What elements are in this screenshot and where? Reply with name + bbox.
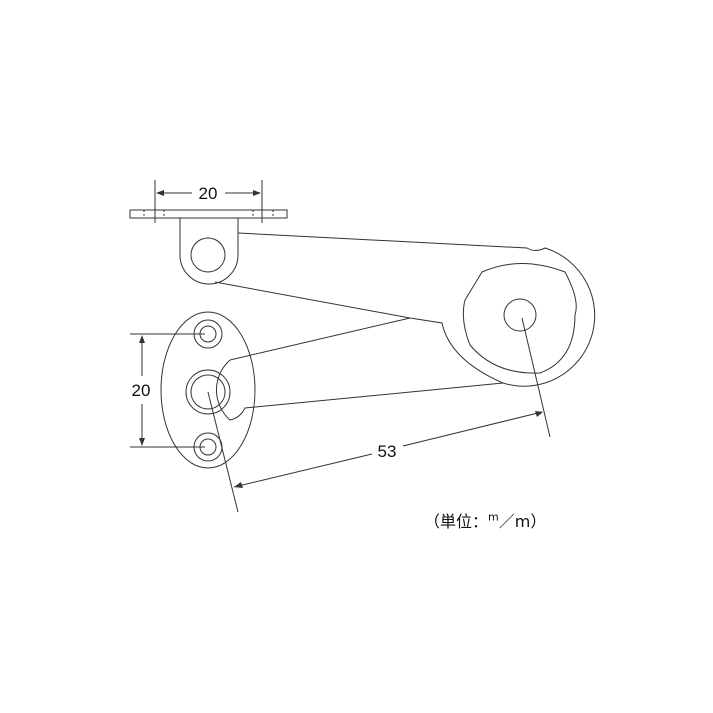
- oval-base-plate: [160, 311, 256, 469]
- unit-label: （単位：m／m）: [424, 508, 546, 532]
- unit-label-close: ）: [530, 512, 547, 531]
- upper-arm: [214, 232, 596, 387]
- dimension-arm-length: 53: [207, 317, 551, 513]
- dimension-label-hole-pitch: 20: [132, 381, 151, 400]
- dimension-label-bracket-width: 20: [199, 184, 218, 203]
- dimension-left: 20: [130, 333, 205, 448]
- unit-numerator: m: [488, 510, 499, 524]
- lower-arm: [185, 317, 504, 421]
- dimension-top: 20: [154, 180, 263, 223]
- unit-label-open: （単位：: [424, 512, 489, 531]
- top-mounting-plate: [129, 209, 288, 219]
- unit-slash: ／: [498, 512, 515, 531]
- unit-denominator: m: [514, 512, 531, 531]
- dimension-label-arm-length: 53: [378, 442, 397, 461]
- top-bracket: [179, 218, 239, 285]
